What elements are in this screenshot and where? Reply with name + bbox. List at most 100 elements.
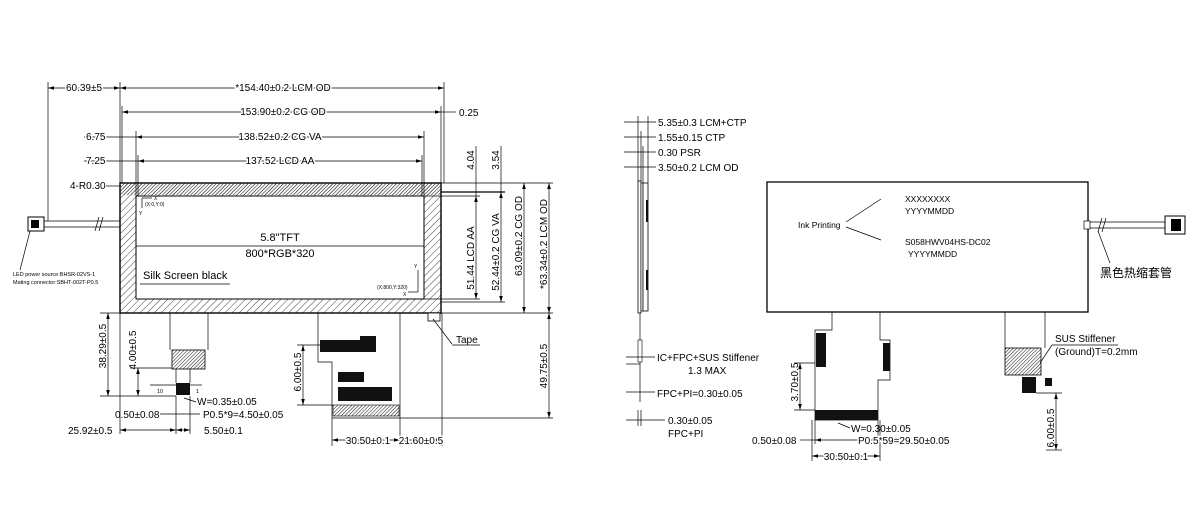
end-x-label: X <box>403 292 407 298</box>
stiffener-contact <box>1022 377 1036 393</box>
leader-line <box>1097 230 1111 264</box>
origin-x-label: X <box>154 196 158 202</box>
fpc-component <box>338 387 392 401</box>
leader-line <box>837 422 851 429</box>
dim-back-stiffener-length: 6.00±0.5 <box>1046 408 1057 447</box>
ctp-layer <box>637 180 642 314</box>
led-leader-line <box>19 230 31 271</box>
dim-lcm-od-thickness: 3.50±0.2 LCM OD <box>658 163 739 174</box>
dim-ic-fpc-stiffener: IC+FPC+SUS Stiffener <box>657 353 760 364</box>
code-line1: XXXXXXXX <box>905 194 951 204</box>
dim-backlight-pitch: P0.5*9=4.50±0.05 <box>203 410 284 421</box>
dim-back-pitch: P0.5*59=29.50±0.05 <box>858 436 950 447</box>
end-coordinate: (X:800,Y:320) <box>377 285 408 291</box>
active-area <box>135 195 425 300</box>
back-fpc-component <box>883 343 890 371</box>
dim-fpc-bend: 3.70±0.5 <box>790 362 801 401</box>
panel-size: 5.8"TFT <box>260 232 300 244</box>
side-view: 5.35±0.3 LCM+CTP 1.55±0.15 CTP 0.30 PSR … <box>624 116 760 440</box>
dim-ic-max: 1.3 MAX <box>688 366 727 377</box>
pin-last-label: 10 <box>157 389 163 395</box>
back-view: XXXXXXXX YYYYMMDD Ink Printing S058HWV04… <box>752 181 1186 465</box>
break-mark <box>1101 217 1107 233</box>
backlight-fpc: 10 1 38.29±0.5 4.00±0.5 W=0.35±0.05 0.50… <box>68 312 284 437</box>
heat-shrink-label: 黑色热缩套管 <box>1100 265 1172 280</box>
stiffener-contact <box>1045 378 1052 386</box>
sus-ground-label: (Ground)T=0.2mm <box>1055 347 1138 358</box>
break-mark <box>94 216 100 232</box>
dim-lcm-ctp: 5.35±0.3 LCM+CTP <box>658 118 747 129</box>
dim-main-fpc-width: 30.50±0.1 <box>346 436 391 447</box>
dim-backlight-pin-width: W=0.35±0.05 <box>197 397 257 408</box>
dim-cg-va-top: 3.54 <box>491 150 502 170</box>
side-ic <box>637 339 643 363</box>
dim-cable-length: 60.39±5 <box>66 83 103 94</box>
fpc-component <box>320 340 376 352</box>
dim-fpc-pi-label: FPC+PI <box>668 429 703 440</box>
led-mating-connector: Mating connector:SBHT-002T-P0.5 <box>13 280 98 286</box>
dim-corner-radius: 4-R0.30 <box>70 181 106 192</box>
front-view: 5.8"TFT 800*RGB*320 Silk Screen black X … <box>13 82 553 449</box>
break-mark <box>98 216 104 232</box>
fpc-stiffener <box>171 349 206 370</box>
origin-coordinate: (X:0,Y:0) <box>145 202 165 208</box>
pin-first-label: 1 <box>196 389 199 395</box>
dim-backlight-pin-offset: 0.50±0.08 <box>115 410 160 421</box>
led-connector-body <box>31 220 39 228</box>
break-mark <box>1097 217 1103 233</box>
sus-stiffener-label: SUS Stiffener <box>1055 334 1116 345</box>
ink-printing-label: Ink Printing <box>798 220 841 230</box>
side-component <box>646 200 648 222</box>
leader-line <box>845 226 882 241</box>
dim-ctp: 1.55±0.15 CTP <box>658 133 726 144</box>
back-fpc-component <box>816 333 826 367</box>
led-power-source: LED power source:BHSR-02VS-1 <box>13 272 95 278</box>
dim-lcm-od-height: *63.34±0.2 LCM OD <box>539 199 550 289</box>
dim-lcd-aa-width: 137.52 LCD AA <box>246 156 315 167</box>
dim-backlight-connector-width: 5.50±0.1 <box>204 426 243 437</box>
fpc-outline <box>317 312 401 419</box>
dim-main-stiffener-length: 6.00±0.5 <box>293 352 304 391</box>
dim-back-pin-width: W=0.30±0.05 <box>851 424 911 435</box>
main-fpc: 6.00±0.5 30.50±0.1 21.60±0.5 49.75±0.5 T… <box>293 312 553 449</box>
dim-psr: 0.30 PSR <box>658 148 701 159</box>
panel-resolution: 800*RGB*320 <box>245 248 314 260</box>
dim-back-pin-offset: 0.50±0.08 <box>752 436 797 447</box>
leader-line <box>432 318 453 345</box>
dim-cg-od-width: 153.90±0.2 CG OD <box>240 107 326 118</box>
fpc-contacts <box>176 383 190 395</box>
leader-line <box>845 198 882 223</box>
dim-cg-od-offset: 0.25 <box>459 108 479 119</box>
origin-y-label: Y <box>139 211 143 217</box>
dim-backlight-fpc-length: 38.29±0.5 <box>98 323 109 368</box>
dim-fpc-pi-value: 0.30±0.05 <box>668 416 713 427</box>
dim-lcm-od-width: *154.40±0.2 LCM OD <box>235 83 331 94</box>
back-fpc-contacts <box>815 410 878 420</box>
dim-back-fpc-width: 30.50±0.1 <box>824 452 869 463</box>
cable-stub <box>1083 220 1091 230</box>
top-border-band <box>120 183 441 195</box>
dim-cg-va-offset: 6.75 <box>86 132 106 143</box>
back-fpc-outline <box>814 311 891 421</box>
dim-lcd-aa-height: 51.44 LCD AA <box>466 226 477 290</box>
dim-cg-va-height: 52.44±0.2 CG VA <box>491 213 502 291</box>
dim-main-fpc-position: 21.60±0.5 <box>399 436 444 447</box>
dim-cg-od-height: 63.09±0.2 CG OD <box>514 196 525 276</box>
cable-connector-body <box>1171 219 1181 231</box>
dim-lcd-aa-offset: 7.25 <box>86 156 106 167</box>
sus-stiffener <box>1004 347 1042 376</box>
dim-backlight-position: 25.92±0.5 <box>68 426 113 437</box>
back-outline <box>766 181 1089 313</box>
fpc-tail <box>175 369 191 383</box>
dim-cg-va-width: 138.52±0.2 CG VA <box>238 132 321 143</box>
tape <box>427 312 441 322</box>
dim-lcd-aa-top: 4.04 <box>466 150 477 170</box>
fpc-contacts <box>332 404 400 417</box>
code-line2: YYYYMMDD <box>905 206 954 216</box>
model-line2: YYYYMMDD <box>908 249 957 259</box>
silk-screen-label: Silk Screen black <box>143 270 228 282</box>
fpc-component <box>338 372 364 382</box>
dim-main-fpc-length: 49.75±0.5 <box>539 343 550 388</box>
side-component <box>646 270 648 290</box>
